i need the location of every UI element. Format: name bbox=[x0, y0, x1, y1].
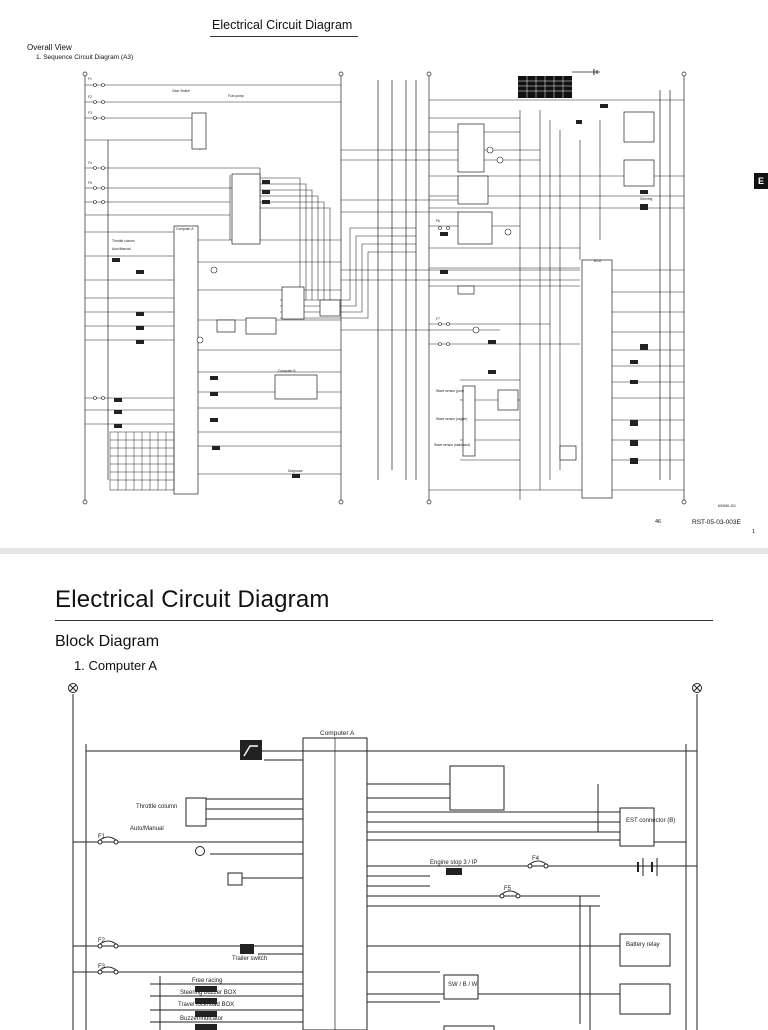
label-fuse-f2: F2 bbox=[98, 938, 106, 944]
label-wave-sensor-port: Wave sensor (port) bbox=[436, 389, 464, 393]
label-fuse-3: F3 bbox=[88, 111, 92, 115]
label-fuse-f3: F3 bbox=[98, 964, 106, 970]
rail-terminals bbox=[82, 71, 687, 505]
block-diagram-svg: Computer A bbox=[68, 683, 702, 1030]
figure-id: 6X0M0-J01 bbox=[718, 504, 736, 508]
page-title: Electrical Circuit Diagram bbox=[212, 18, 353, 32]
computer-a-block: Computer A bbox=[302, 730, 368, 1030]
label-fuse-5: F5 bbox=[88, 181, 92, 185]
document-code: RST-05-03-003E bbox=[692, 519, 741, 526]
switch-symbols bbox=[93, 83, 512, 400]
label-fuse-1: F1 bbox=[88, 77, 92, 81]
label-throttle-column: Throttle column bbox=[112, 239, 135, 243]
label-computer-b: Computer B bbox=[278, 369, 296, 373]
sensor-grid bbox=[109, 431, 175, 491]
label-fuse-f1: F1 bbox=[98, 834, 106, 840]
label-engine-stop: Engine stop 3 / IP bbox=[430, 860, 477, 866]
label-auto-manual: Auto/Manual bbox=[112, 247, 131, 251]
bus-wires bbox=[73, 750, 697, 1030]
corner-mark: 1 bbox=[752, 529, 756, 535]
switch-glyph bbox=[243, 745, 258, 757]
section-subheading: 1. Sequence Circuit Diagram (A3) bbox=[36, 54, 134, 61]
label-fuse-6: F6 bbox=[436, 219, 440, 223]
fuse-symbols bbox=[97, 836, 549, 975]
label-free-racing: Free racing bbox=[192, 978, 222, 984]
label-computer-a: Computer A bbox=[176, 227, 194, 231]
sequence-circuit-svg: Gear Switch Fuel pump Computer A Compute… bbox=[82, 69, 687, 505]
left-wiring bbox=[85, 84, 341, 475]
label-diagnosis: Diagnosis bbox=[288, 469, 303, 473]
page-title: Electrical Circuit Diagram bbox=[55, 586, 330, 613]
label-travel-lock: Travel lock/load BOX bbox=[178, 1002, 234, 1008]
right-wiring bbox=[429, 99, 684, 500]
label-steering-buzzer: Steering buzzer BOX bbox=[180, 990, 236, 996]
label-wave-sensor-center: Wave sensor (center) bbox=[436, 417, 467, 421]
title-underline bbox=[210, 36, 358, 37]
section-tab: E bbox=[754, 173, 768, 189]
diagram-labels: Gear Switch Fuel pump Computer A Compute… bbox=[88, 77, 652, 473]
label-fuse-2: F2 bbox=[88, 95, 92, 99]
label-fuse-4: F4 bbox=[88, 161, 92, 165]
label-computer-a: Computer A bbox=[320, 730, 355, 737]
label-auto-manual: Auto/Manual bbox=[130, 826, 164, 832]
label-buzzer-indicator: Buzzer/indicator bbox=[180, 1016, 223, 1022]
label-fuse-f4: F4 bbox=[532, 856, 540, 862]
relay-table bbox=[518, 69, 600, 98]
label-fuse-f5: F5 bbox=[504, 886, 512, 892]
item-heading: 1. Computer A bbox=[74, 658, 158, 673]
component-boxes bbox=[173, 111, 655, 499]
title-underline bbox=[55, 620, 713, 621]
label-ecu: ECU bbox=[594, 259, 602, 263]
battery-icon bbox=[637, 858, 658, 876]
overview-heading: Overall View bbox=[27, 43, 72, 52]
label-steering: Steering bbox=[640, 197, 652, 201]
label-fuel-pump: Fuel pump bbox=[228, 94, 244, 98]
block-labels: Throttle column Auto/Manual EST connecto… bbox=[98, 804, 675, 1022]
label-fuse-7: F7 bbox=[436, 317, 440, 321]
label-wave-sensor-stbd: Wave sensor (starboard) bbox=[434, 443, 470, 447]
block-components bbox=[185, 765, 671, 1030]
rail-terminals bbox=[68, 683, 702, 693]
block-diagram-page: Electrical Circuit Diagram Block Diagram… bbox=[0, 548, 768, 1030]
power-rails bbox=[72, 694, 698, 1030]
label-battery-relay: Battery relay bbox=[626, 942, 660, 948]
sequence-diagram-page: Electrical Circuit Diagram Overall View … bbox=[27, 18, 768, 535]
section-heading: Block Diagram bbox=[55, 633, 160, 650]
label-est-connector: EST connector (B) bbox=[626, 818, 675, 824]
label-trailer-switch: Trailer switch bbox=[232, 956, 267, 962]
connectors bbox=[112, 104, 648, 478]
label-throttle-column: Throttle column bbox=[136, 804, 177, 810]
label-gear-switch: Gear Switch bbox=[172, 89, 190, 93]
page-number: 46 bbox=[655, 519, 662, 525]
label-switch-sw: SW / B / W bbox=[448, 982, 478, 988]
